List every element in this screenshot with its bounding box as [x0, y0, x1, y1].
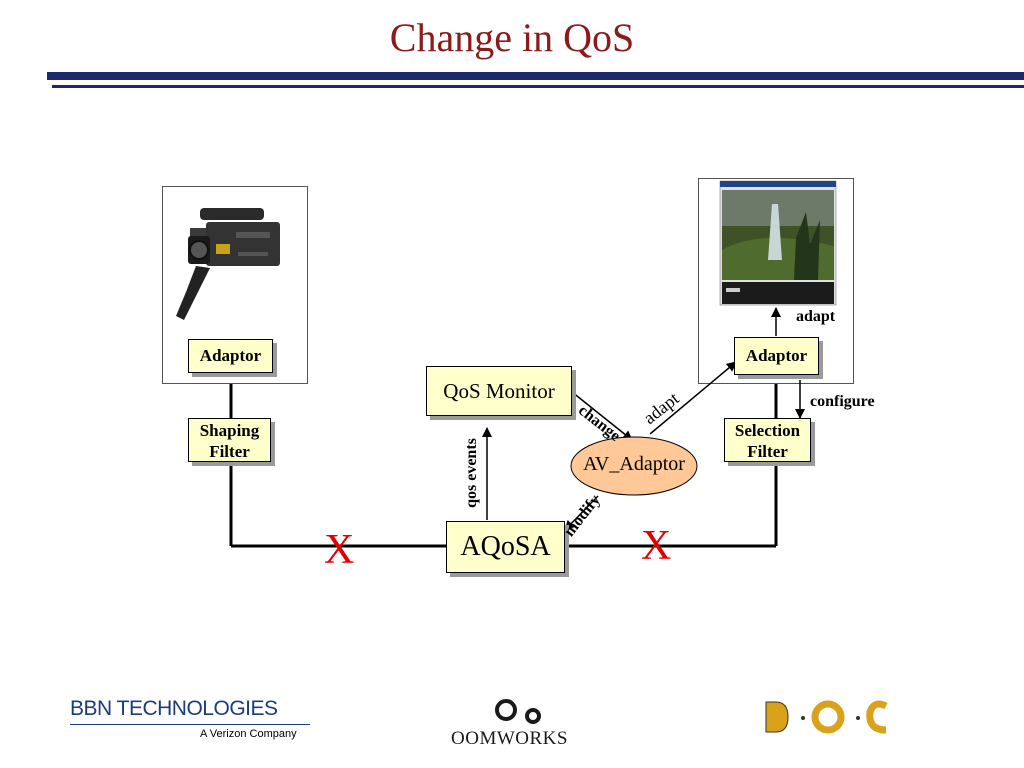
right-x-mark: X	[641, 523, 672, 569]
adapt-top-label: adapt	[796, 308, 836, 325]
configure-label: configure	[810, 393, 875, 410]
arrow-change	[571, 391, 633, 441]
right-adaptor-box: Adaptor	[734, 337, 819, 375]
page-title: Change in QoS	[389, 15, 635, 60]
oomworks-logo-text: OOMWORKS	[451, 728, 568, 749]
av-adaptor-label: AV_Adaptor	[583, 453, 685, 475]
video-player-screenshot-icon	[719, 180, 837, 306]
left-x-mark: X	[324, 527, 355, 573]
arrow-adapt-mid	[649, 361, 737, 435]
shaping-filter-box: Shaping Filter	[188, 418, 271, 462]
av-adaptor-ellipse	[570, 436, 698, 496]
qos-monitor-box: QoS Monitor	[426, 366, 572, 416]
video-camera-icon	[176, 208, 280, 320]
bbn-logo-rule	[70, 724, 310, 725]
aqosa-box: AQoSA	[446, 521, 565, 573]
oomworks-gears-icon	[495, 699, 541, 724]
arrow-modify	[564, 495, 599, 531]
selection-filter-box: Selection Filter	[724, 418, 811, 462]
bbn-logo-subtitle: A Verizon Company	[200, 728, 297, 740]
title-rule-thick	[47, 72, 1024, 80]
title-rule-thin	[52, 85, 1024, 88]
left-adaptor-box: Adaptor	[188, 339, 273, 373]
bbn-logo-text: BBN TECHNOLOGIES	[70, 697, 278, 720]
doc-group-logo-icon	[765, 700, 888, 734]
qos-events-label: qos events	[463, 438, 480, 508]
